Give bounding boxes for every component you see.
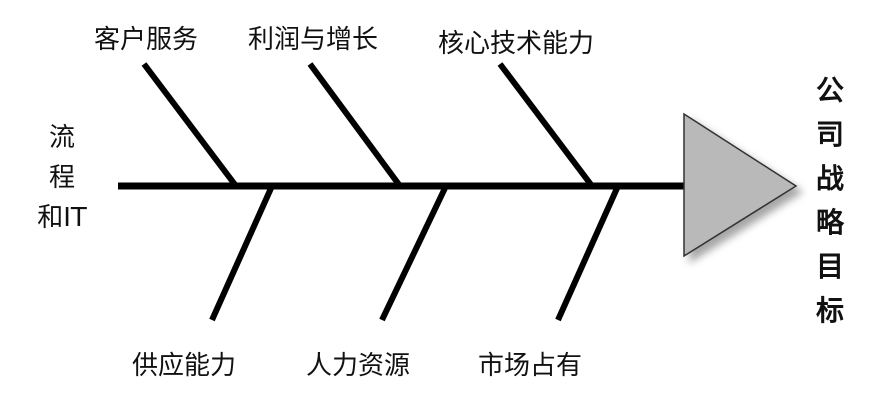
side-label-char-1: 程 (49, 163, 75, 193)
top-bone-profit-growth (307, 62, 403, 188)
head-label-char-5: 标 (816, 294, 844, 327)
bottom-bone-supply (209, 184, 275, 322)
top-cause-label-3: 核心技术能力 (438, 29, 594, 59)
head-label-char-4: 目 (816, 250, 844, 283)
bottom-cause-label-3: 市场占有 (478, 351, 582, 381)
side-label-char-0: 流 (49, 123, 75, 153)
side-label-char-2: 和IT (37, 203, 87, 233)
top-bone-customer-service (141, 62, 239, 188)
bottom-bone-market (555, 184, 621, 322)
top-cause-label-2: 利润与增长 (248, 25, 378, 55)
head-label-char-1: 司 (816, 118, 844, 151)
bottom-bone-hr (379, 184, 449, 322)
head-label-char-0: 公 (816, 74, 844, 107)
bottom-cause-label-1: 供应能力 (132, 351, 236, 381)
bottom-cause-label-2: 人力资源 (306, 351, 410, 381)
head-label-char-3: 略 (816, 206, 845, 239)
head-label-char-2: 战 (816, 162, 844, 195)
top-cause-label-1: 客户服务 (94, 25, 198, 55)
fish-head-triangle (683, 112, 798, 258)
top-bone-core-tech (497, 62, 595, 188)
